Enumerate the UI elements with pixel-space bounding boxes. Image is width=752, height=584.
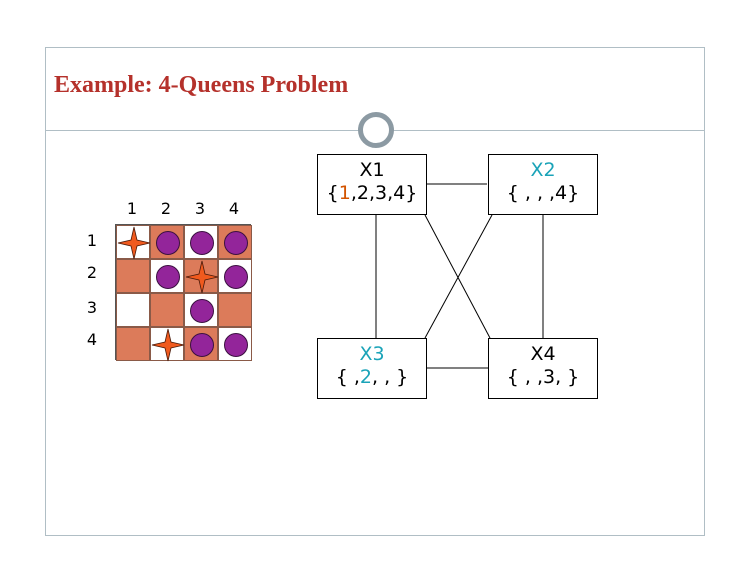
board-cell-r4-c4: [218, 327, 252, 361]
variable-x1-box: X1 {1,2,3,4}: [317, 154, 427, 215]
attacked-square-dot-icon: [156, 265, 180, 289]
variable-x1-domain-prefix: {: [326, 182, 339, 204]
board-cell-r2-c3: [184, 259, 219, 294]
board-column-number-2: 2: [160, 199, 172, 218]
variable-x4-domain: { , ,3, }: [506, 366, 580, 388]
attacked-square-dot-icon: [190, 333, 214, 357]
board-cell-r4-c3: [184, 327, 218, 361]
variable-x3-box: X3 { ,2, , }: [317, 338, 427, 399]
variable-x4-box: X4 { , ,3, }: [488, 338, 598, 399]
board-row-number-4: 4: [86, 330, 98, 349]
attacked-square-dot-icon: [224, 265, 248, 289]
queen-star-icon: [151, 328, 185, 362]
variable-x3-name: X3: [359, 343, 385, 365]
variable-x2-box: X2 { , , ,4}: [488, 154, 598, 215]
board-cell-r4-c1: [116, 327, 150, 361]
attacked-square-dot-icon: [190, 231, 214, 255]
variable-x3-domain-value: 2: [359, 366, 372, 388]
board-cell-r1-c2: [150, 225, 184, 259]
variable-x1-domain-value: 1: [338, 182, 351, 204]
attacked-square-dot-icon: [224, 231, 248, 255]
board-row-number-1: 1: [86, 231, 98, 250]
variable-x2-name: X2: [530, 159, 556, 181]
attacked-square-dot-icon: [190, 299, 214, 323]
board-cell-r3-c2: [150, 293, 184, 327]
variable-x2-domain: { , , ,4}: [506, 182, 580, 204]
variable-x3-domain-rest: , , }: [372, 366, 409, 388]
variable-x3-domain-prefix: { ,: [335, 366, 360, 388]
slide-title: Example: 4-Queens Problem: [54, 72, 349, 98]
slide-frame: [45, 47, 705, 536]
board-row-number-3: 3: [86, 298, 98, 317]
board-cell-r3-c4: [218, 293, 252, 327]
attacked-square-dot-icon: [156, 231, 180, 255]
board-row-number-2: 2: [86, 263, 98, 282]
board-cell-r3-c1: [116, 293, 150, 327]
variable-x4-name: X4: [530, 343, 556, 365]
board-cell-r1-c1: [116, 225, 151, 260]
ring-ornament-icon: [358, 112, 394, 148]
edge-x1-x4: [424, 214, 491, 339]
chess-board: [115, 224, 252, 362]
board-cell-r4-c2: [150, 327, 185, 362]
variable-x1-name: X1: [359, 159, 385, 181]
board-cell-r1-c4: [218, 225, 252, 259]
edge-x2-x3: [424, 214, 493, 339]
board-cell-r2-c1: [116, 259, 150, 293]
board-column-number-4: 4: [228, 199, 240, 218]
board-cell-r3-c3: [184, 293, 218, 327]
board-cell-r2-c4: [218, 259, 252, 293]
variable-x1-domain-rest: ,2,3,4}: [350, 182, 418, 204]
variable-x1-domain: {1,2,3,4}: [318, 181, 426, 205]
variable-x3-domain: { ,2, , }: [318, 365, 426, 389]
board-cell-r1-c3: [184, 225, 218, 259]
attacked-square-dot-icon: [224, 333, 248, 357]
board-column-number-3: 3: [194, 199, 206, 218]
board-cell-r2-c2: [150, 259, 184, 293]
board-column-number-1: 1: [126, 199, 138, 218]
